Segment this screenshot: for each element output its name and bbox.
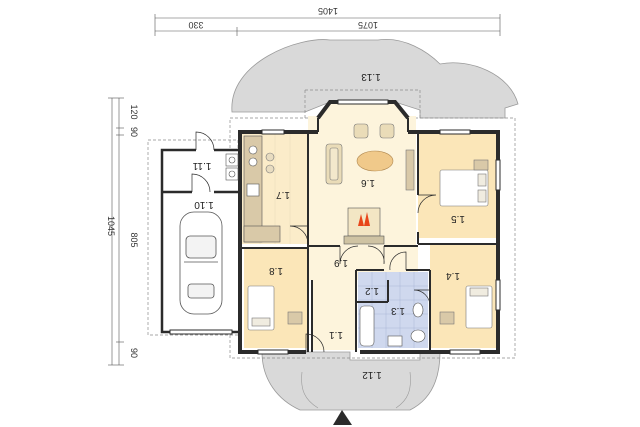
dim-top-offset: 120 (129, 104, 139, 119)
sofa-icon (325, 143, 343, 185)
terrace-entrance (261, 351, 441, 411)
bed-icon (439, 159, 489, 207)
room-label-1-11: 1.11 (192, 160, 211, 171)
room-label-1-3: 1.3 (391, 305, 405, 316)
dim-left-segment: 330 (188, 20, 203, 30)
terrace-back (231, 38, 519, 119)
room-label-1-13: 1.13 (361, 71, 381, 82)
hall-1-1-floor (312, 280, 356, 350)
room-label-1-10: 1.10 (194, 199, 214, 210)
car-icon (179, 211, 223, 315)
bed-icon (247, 285, 303, 331)
room-label-1-9: 1.9 (334, 257, 348, 268)
dim-overall-depth: 1045 (106, 216, 116, 236)
dim-bottom-small: 90 (129, 348, 139, 358)
armchairs (353, 123, 395, 139)
fireplace-icon (343, 207, 385, 245)
room-label-1-8: 1.8 (269, 265, 283, 276)
bed-icon (439, 285, 493, 329)
coffee-table (356, 150, 394, 172)
dim-inner-width: 1075 (358, 20, 378, 30)
dim-inner-depth: 805 (129, 232, 139, 247)
room-label-1-7: 1.7 (276, 189, 290, 200)
room-label-1-5: 1.5 (451, 213, 465, 224)
living-bay-floor (318, 104, 408, 116)
room-label-1-6: 1.6 (361, 177, 375, 188)
room-1-11-floor (162, 150, 238, 192)
dim-overall-width: 1405 (318, 6, 338, 16)
room-label-1-4: 1.4 (446, 270, 460, 281)
entrance-arrow-icon (333, 410, 352, 425)
dim-top-small: 90 (129, 127, 139, 137)
tv-cabinet (405, 149, 415, 191)
room-label-1-12: 1.12 (362, 369, 382, 380)
bathroom-fixtures (359, 302, 426, 347)
room-label-1-2: 1.2 (365, 285, 379, 296)
kitchen-counter (243, 135, 281, 243)
room-label-1-1: 1.1 (329, 329, 343, 340)
dimension-lines (108, 14, 501, 366)
